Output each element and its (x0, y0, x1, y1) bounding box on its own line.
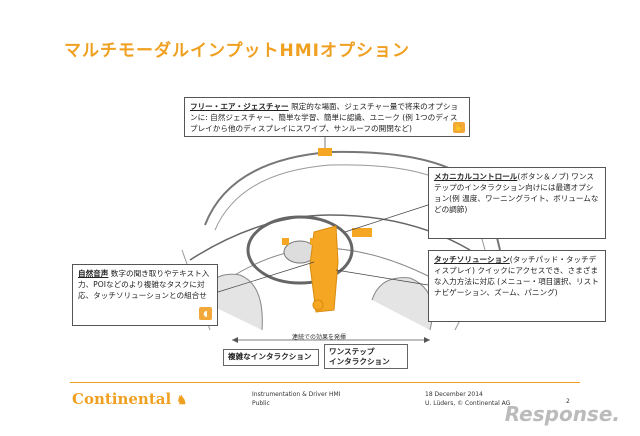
callout-touch-body: (タッチパッド・タッチディスプレイ) クイックにアクセスでき、さまざまな入力方法… (434, 255, 599, 297)
connector-touch (335, 269, 429, 286)
callout-air-body: 限定的な場面、ジェスチャー量で将来のオプションに: 自然ジェスチャー、簡単な学習… (190, 102, 459, 133)
tag-complex-interaction: 複雑なインタラクション (223, 349, 319, 366)
callout-mech-heading: メカニカルコントロール (434, 172, 518, 181)
logo-wordmark: Continental (72, 390, 172, 408)
callout-natural-voice: 自然音声 数字の聞き取りやテキスト入力、POIなどのより複雑なタスクに対応、タッ… (72, 264, 218, 326)
footer-document-info: Instrumentation & Driver HMI Public (252, 390, 341, 408)
footer-doc-title: Instrumentation & Driver HMI (252, 391, 341, 398)
right-seat (371, 277, 433, 331)
dash-button-highlight (352, 228, 372, 237)
footer-date: 18 December 2014 (425, 391, 483, 398)
microphone-icon: ◖ (199, 307, 212, 320)
callout-mech-body: (ボタン＆ノブ) ワンステップのインタラクション向けには最適オプション(例 温度… (434, 172, 599, 214)
continental-logo: Continental ♞ (72, 390, 187, 408)
response-watermark: Response. (504, 402, 620, 426)
tag-one-step-line2: インタラクション (329, 356, 390, 366)
callout-touch-solution: タッチソリューション(タッチパッド・タッチディスプレイ) クイックにアクセスでき… (428, 250, 606, 322)
page-number: 2 (566, 398, 570, 405)
callout-voice-body: 数字の聞き取りやテキスト入力、POIなどのより複雑なタスクに対応、タッチソリュー… (78, 269, 210, 300)
console-knob-highlight (312, 299, 324, 311)
footer-divider (70, 382, 580, 383)
tag-one-step-line1: ワンステップ (329, 347, 375, 356)
wheel-right-button (310, 238, 317, 245)
range-label: 連続での効果を発揮 (292, 334, 347, 341)
page-title: マルチモーダルインプットHMIオプション (64, 41, 410, 61)
steering-wheel (246, 215, 354, 285)
callout-free-air-gesture: フリー・エア・ジェスチャー 限定的な場面、ジェスチャー量で将来のオプションに: … (184, 97, 470, 137)
footer-classification: Public (252, 400, 270, 407)
connector-voice (217, 261, 315, 293)
callout-touch-heading: タッチソリューション (434, 255, 510, 264)
range-arrow-right-head (424, 337, 430, 343)
callout-voice-heading: 自然音声 (78, 269, 109, 278)
range-arrow-left-head (232, 337, 238, 343)
callout-mechanical-control: メカニカルコントロール(ボタン＆ノブ) ワンステップのインタラクション向けには最… (428, 167, 606, 239)
hand-gesture-icon: ✋ (453, 122, 465, 133)
footer-date-author: 18 December 2014 U. Lüders, © Continenta… (425, 390, 510, 408)
overhead-sensor-highlight (318, 148, 332, 156)
horse-icon: ♞ (176, 393, 188, 407)
wheel-left-button (282, 238, 289, 245)
center-console-highlight (309, 225, 339, 313)
connector-mech (344, 204, 429, 233)
callout-air-heading: フリー・エア・ジェスチャー (190, 102, 289, 111)
tag-one-step-interaction: ワンステップ インタラクション (324, 344, 408, 369)
footer-author: U. Lüders, © Continental AG (425, 400, 511, 407)
